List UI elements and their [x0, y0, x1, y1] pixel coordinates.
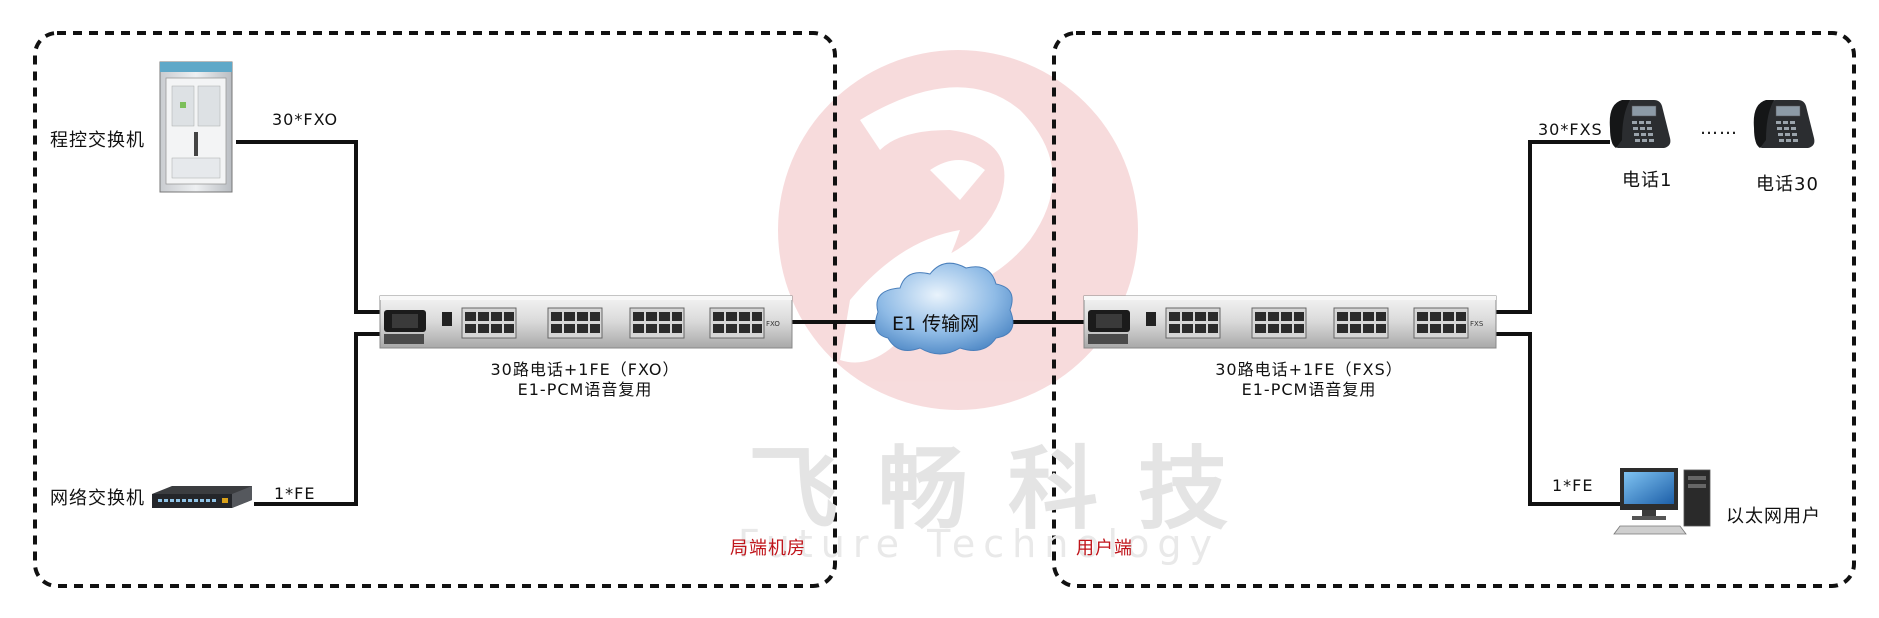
pbx-label: 程控交换机 [50, 130, 145, 151]
phones-ellipsis: …… [1700, 118, 1738, 139]
line-pc [1496, 332, 1620, 506]
phone-30-icon [1753, 99, 1815, 149]
line-switch [254, 332, 382, 506]
right-device-line2: E1-PCM语音复用 [1241, 380, 1377, 399]
right-pcm-device-icon [1083, 295, 1497, 349]
phone-1-label: 电话1 [1622, 170, 1673, 191]
phone-30-label: 电话30 [1756, 174, 1819, 195]
watermark-cn-text: 飞畅科技 [748, 437, 1268, 542]
pc-label: 以太网用户 [1726, 506, 1821, 527]
line-phones [1496, 140, 1610, 314]
left-device-line2: E1-PCM语音复用 [517, 380, 653, 399]
left-device-line1: 30路电话+1FE（FXO） [490, 360, 680, 379]
right-panel-tag: FXS [1470, 320, 1484, 328]
line-pbx [236, 140, 382, 314]
e1-network-label: E1 传输网 [892, 313, 980, 335]
pc-port-label: 1*FE [1552, 476, 1594, 495]
network-switch-icon [152, 486, 252, 508]
pbx-cabinet-icon [159, 61, 233, 193]
connection-lines [236, 140, 1620, 506]
local-site-label: 局端机房 [730, 538, 806, 559]
e1-cloud-icon [875, 262, 1014, 355]
watermark-logo [778, 50, 1138, 410]
right-device-line1: 30路电话+1FE（FXS） [1215, 360, 1403, 379]
watermark-en-text: Future Technology [738, 522, 1220, 566]
phone-1-icon [1609, 99, 1671, 149]
phones-port-label: 30*FXS [1538, 120, 1603, 139]
left-panel-tag: FXO [766, 320, 780, 328]
pbx-port-label: 30*FXO [272, 110, 339, 129]
switch-port-label: 1*FE [274, 484, 316, 503]
user-site-boundary [1052, 31, 1856, 588]
local-site-boundary [33, 31, 837, 588]
switch-label: 网络交换机 [50, 488, 145, 509]
left-pcm-device-icon [379, 295, 793, 349]
user-site-label: 用户端 [1076, 538, 1133, 559]
computer-icon [1613, 468, 1711, 535]
